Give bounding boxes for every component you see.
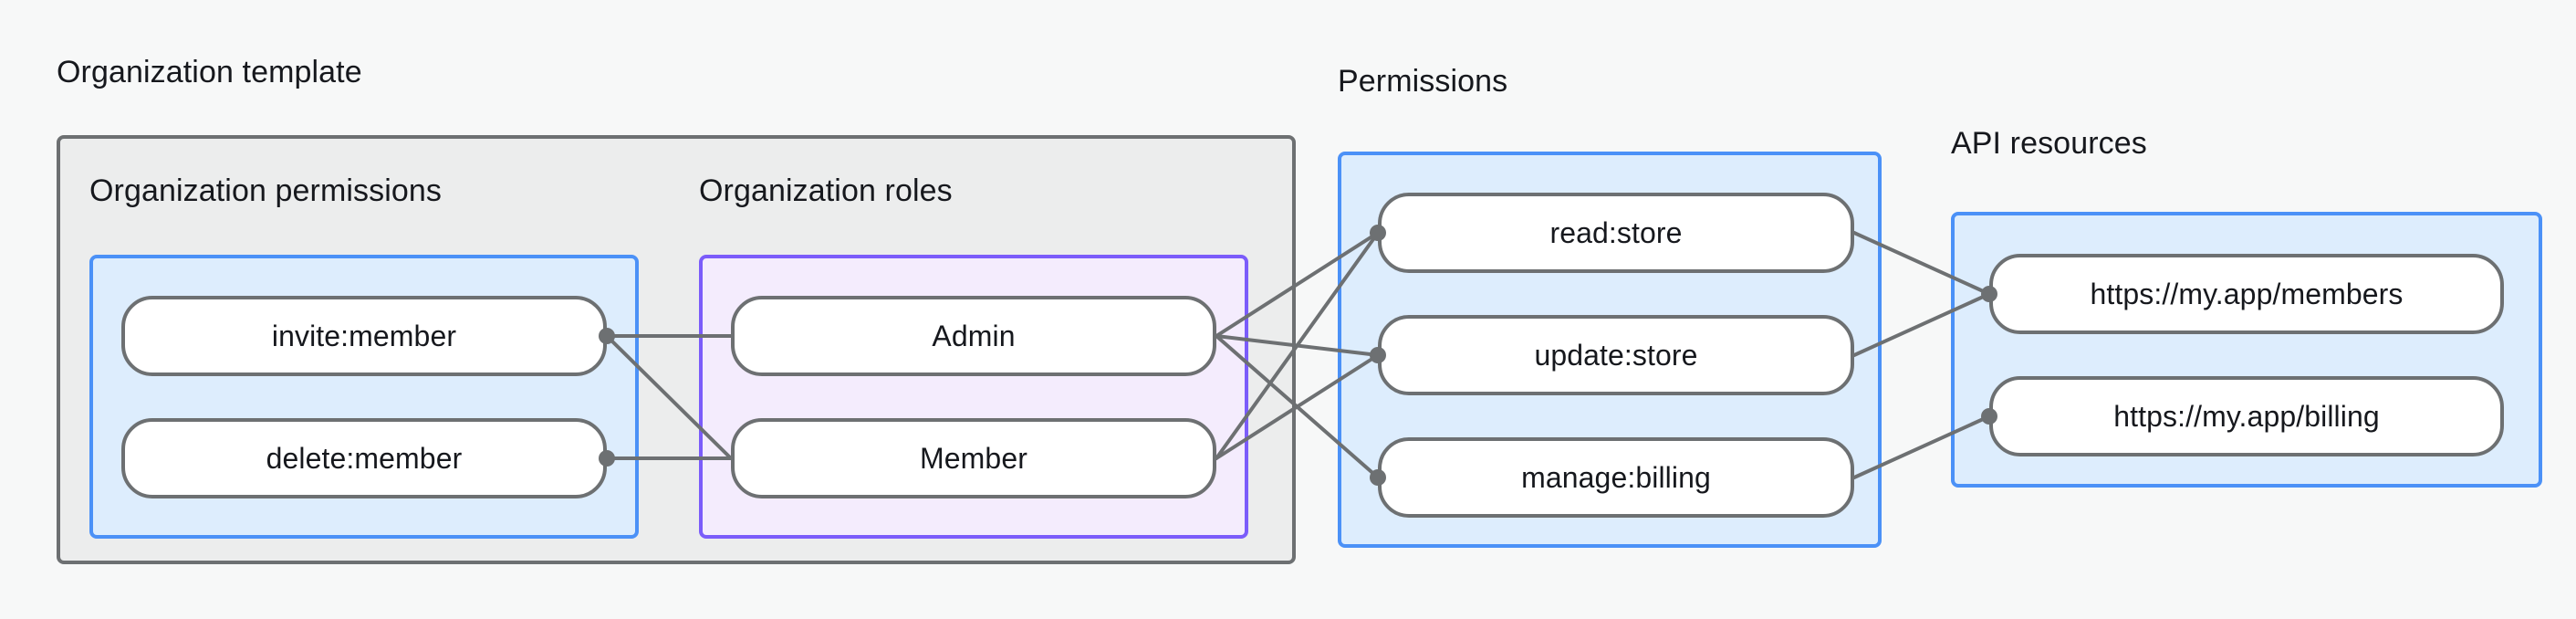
anchor-dot-manage-billing-left xyxy=(1370,469,1386,486)
group-title-api-resources: API resources xyxy=(1951,126,2147,161)
node-label: read:store xyxy=(1549,215,1683,249)
node-members-url[interactable]: https://my.app/members xyxy=(1989,254,2504,334)
anchor-dot-billing-url-left xyxy=(1981,408,1997,425)
node-label: update:store xyxy=(1534,338,1698,372)
node-label: https://my.app/billing xyxy=(2113,399,2380,433)
node-label: Member xyxy=(920,441,1027,475)
node-label: invite:member xyxy=(271,319,457,352)
anchor-dot-members-url-left xyxy=(1981,286,1997,302)
node-admin[interactable]: Admin xyxy=(731,296,1216,376)
node-read-store[interactable]: read:store xyxy=(1378,193,1854,273)
node-label: Admin xyxy=(932,319,1016,352)
node-invite-member[interactable]: invite:member xyxy=(121,296,607,376)
node-member[interactable]: Member xyxy=(731,418,1216,498)
group-title-permissions: Permissions xyxy=(1338,64,1508,99)
anchor-dot-delete-member-right xyxy=(599,450,615,467)
subgroup-title-organization-roles: Organization roles xyxy=(699,173,953,208)
node-label: https://my.app/members xyxy=(2090,277,2404,310)
node-billing-url[interactable]: https://my.app/billing xyxy=(1989,376,2504,456)
group-title-organization-template: Organization template xyxy=(57,55,362,89)
anchor-dot-update-store-left xyxy=(1370,347,1386,363)
subgroup-title-organization-permissions: Organization permissions xyxy=(89,173,443,208)
node-manage-billing[interactable]: manage:billing xyxy=(1378,437,1854,518)
node-update-store[interactable]: update:store xyxy=(1378,315,1854,395)
anchor-dot-invite-member-right xyxy=(599,328,615,344)
node-label: manage:billing xyxy=(1521,460,1711,494)
node-label: delete:member xyxy=(266,441,463,475)
anchor-dot-read-store-left xyxy=(1370,225,1386,241)
node-delete-member[interactable]: delete:member xyxy=(121,418,607,498)
